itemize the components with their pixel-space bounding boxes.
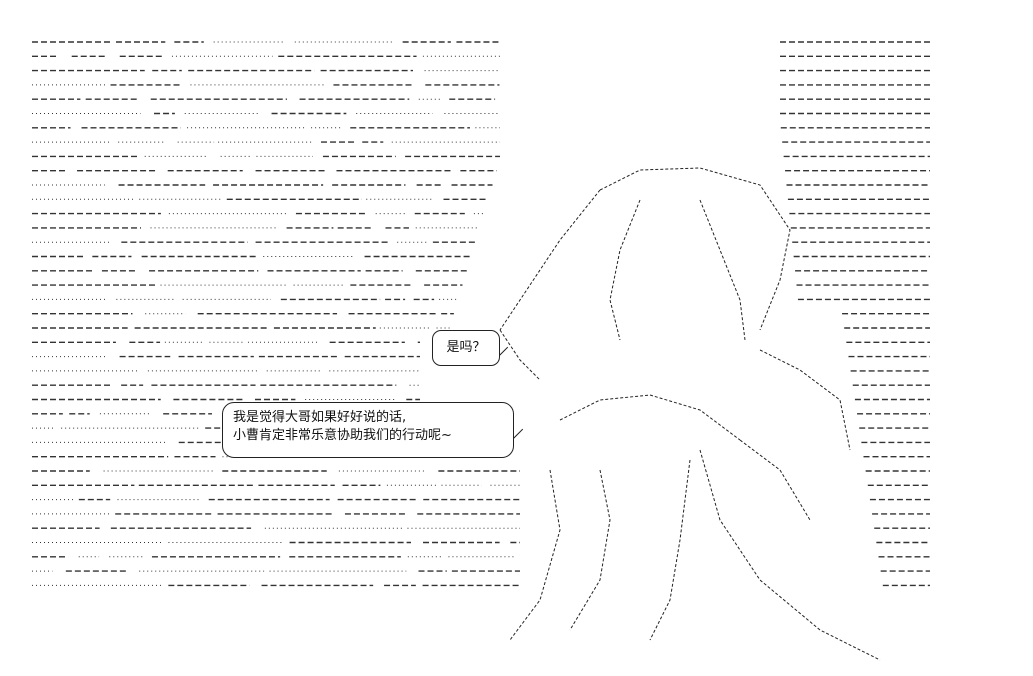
figure-stroke [759,349,851,451]
figure-stroke [559,394,741,441]
speech-text-small: 是吗？ [446,340,486,355]
figure-stroke [499,329,541,381]
figure-stroke [739,439,811,521]
figure-stroke [569,469,611,631]
speech-text-line1: 我是觉得大哥如果好好说的话, [233,410,407,425]
figure-stroke [609,199,641,341]
speech-bubble-small: 是吗？ [432,330,500,366]
figure-stroke [699,449,881,661]
figure-stroke [699,199,746,341]
figure-stroke [649,459,691,641]
speech-bubble-large: 我是觉得大哥如果好好说的话, 小曹肯定非常乐意协助我们的行动呢~ [222,402,514,458]
figure-stroke [499,189,601,331]
ascii-character-figure [499,167,881,661]
speech-text-line2: 小曹肯定非常乐意协助我们的行动呢~ [233,428,452,443]
figure-stroke [599,167,791,331]
figure-stroke [509,469,561,641]
ascii-dash-rows-right [780,41,930,587]
ascii-dash-rows-left [32,41,520,587]
